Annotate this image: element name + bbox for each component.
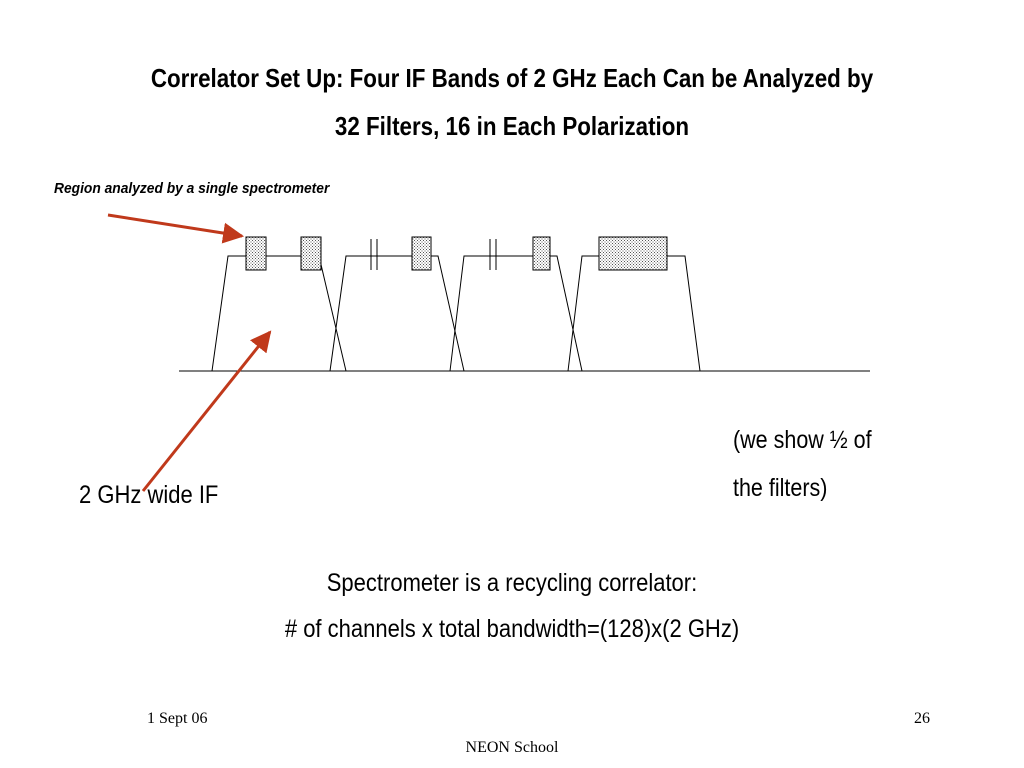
slide-title: Correlator Set Up: Four IF Bands of 2 GH… [72,54,953,150]
slide-title-line-2: 32 Filters, 16 in Each Polarization [334,111,690,141]
footer-page-number: 26 [914,710,930,727]
if-band-3 [449,255,583,372]
filter-block [532,236,551,271]
region-arrow [107,213,245,244]
footer-center: NEON School [465,739,559,756]
body-text: Spectrometer is a recycling correlator: … [61,560,962,652]
filters-note: (we show ½ of the filters) [733,416,872,512]
if-label: 2 GHz wide IF [79,481,219,509]
footer-date: 1 Sept 06 [147,710,208,727]
filter-block [300,236,322,271]
filters-note-line-2: the filters) [733,474,828,502]
if-arrow [141,330,272,492]
if-band-4 [567,255,701,372]
filter-block [411,236,432,271]
if-band-1 [211,255,347,372]
filter-block [598,236,668,271]
body-text-line-2: # of channels x total bandwidth=(128)x(2… [284,615,740,643]
body-text-line-1: Spectrometer is a recycling correlator: [326,569,698,597]
region-caption: Region analyzed by a single spectrometer [54,180,330,197]
if-band-2 [329,255,465,372]
filter-block [245,236,267,271]
slide-title-line-1: Correlator Set Up: Four IF Bands of 2 GH… [150,63,874,93]
filters-note-line-1: (we show ½ of [733,426,872,454]
